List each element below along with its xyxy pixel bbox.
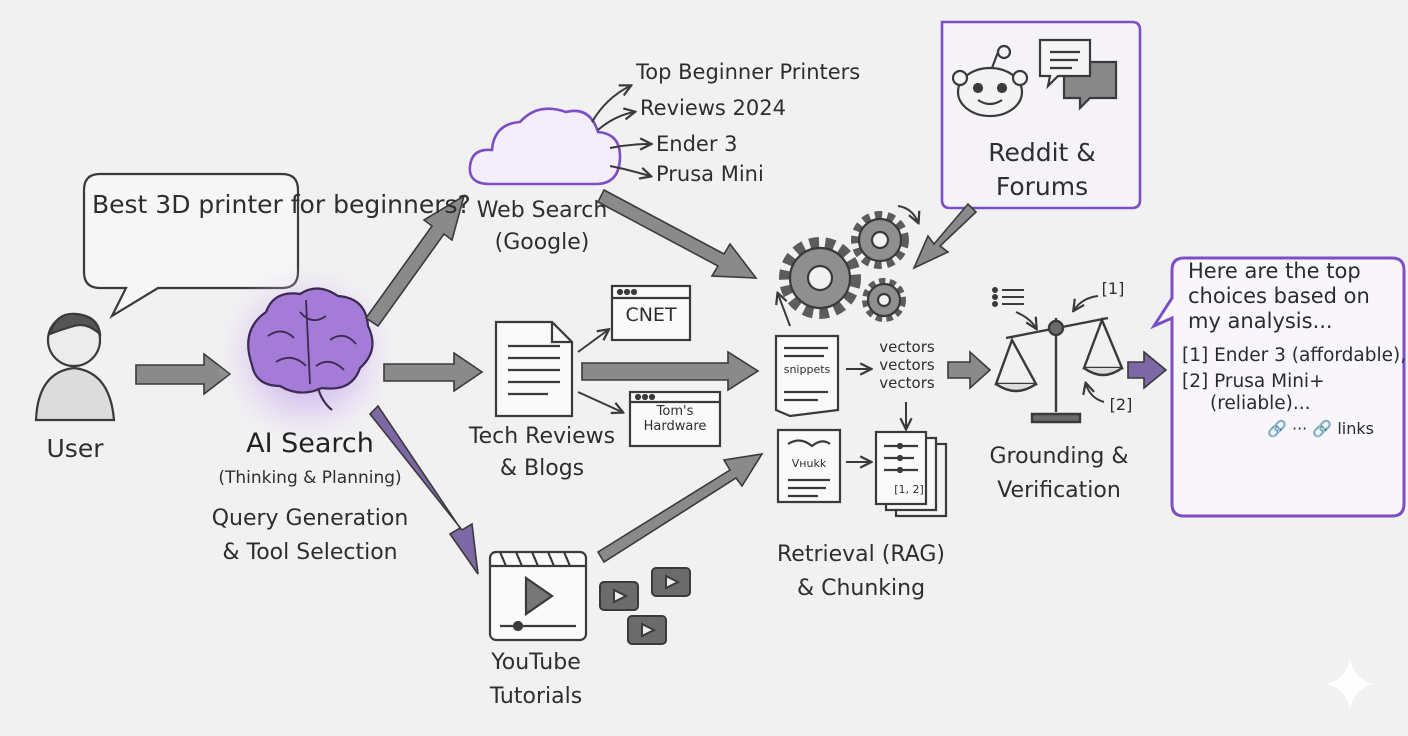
- arrow-retrieval-to-grounding: [947, 350, 992, 390]
- video-thumbnails: [599, 567, 691, 645]
- toms-hardware-window: [628, 390, 722, 448]
- chat-icon: [1038, 38, 1118, 111]
- snippets-document: [774, 334, 840, 418]
- brain-icon: [215, 263, 399, 447]
- tech-reviews-label: Tech Reviews: [468, 424, 616, 449]
- web-search-label: Web Search: [476, 198, 608, 223]
- gear-rotation-arrow: [897, 205, 918, 222]
- ai-search-title: AI Search: [246, 428, 374, 459]
- reviews-thin-arrows: [577, 330, 622, 412]
- balance-scale-icon: [994, 316, 1124, 424]
- question-text: Best 3D printer for beginners?: [92, 190, 471, 219]
- query-generation-label: Query Generation: [211, 506, 409, 531]
- vectors-list: vectors vectors vectors: [874, 338, 940, 392]
- arrow-reddit-to-gears: [912, 202, 978, 270]
- scale-arrows: [1015, 295, 1105, 403]
- arrow-ai-to-reviews: [383, 351, 484, 393]
- answer-intro-2: choices based on: [1188, 284, 1370, 309]
- link-icon: 🔗: [1266, 419, 1287, 439]
- retrieval-label: Retrieval (RAG): [776, 542, 946, 567]
- list-icon: [992, 287, 1024, 307]
- tool-selection-label: & Tool Selection: [222, 540, 398, 565]
- arrow-youtube-to-retrieval: [596, 452, 764, 564]
- arrow-ai-to-youtube: [368, 404, 479, 575]
- query-item-4: Prusa Mini: [656, 162, 764, 186]
- text-document: [776, 428, 842, 504]
- web-search-sublabel: (Google): [494, 230, 590, 255]
- answer-citation-2-cont: (reliable)...: [1210, 392, 1311, 414]
- query-item-3: Ender 3: [656, 132, 738, 156]
- gear-to-snippets-arrow: [778, 294, 791, 327]
- chunk-ref: [1, 2]: [894, 483, 924, 496]
- ai-search-subtitle: (Thinking & Planning): [218, 468, 402, 488]
- scale-ref-2: [2]: [1109, 395, 1133, 414]
- youtube-label: YouTube: [491, 650, 581, 675]
- answer-citation-1: [1] Ender 3 (affordable),: [1182, 344, 1407, 366]
- answer-citation-2: [2] Prusa Mini+: [1182, 370, 1325, 392]
- links-label: links: [1337, 419, 1374, 439]
- arrow-web-to-gears: [596, 188, 758, 279]
- toms-hardware-label: Tom's Hardware: [643, 404, 707, 434]
- query-item-2: Reviews 2024: [640, 96, 786, 120]
- answer-intro-3: my analysis...: [1188, 309, 1333, 334]
- arrow-reviews-to-snippets: [581, 350, 760, 392]
- question-bubble: [82, 172, 300, 319]
- arrow-user-to-ai: [135, 352, 232, 396]
- tutorials-label: Tutorials: [489, 684, 583, 709]
- user-label: User: [46, 434, 104, 463]
- user-icon: [34, 312, 116, 422]
- answer-intro-1: Here are the top: [1188, 259, 1361, 283]
- arrow-grounding-to-answer: [1127, 350, 1168, 390]
- vectors-item: vectors: [879, 338, 935, 356]
- reddit-label: Reddit &: [988, 138, 1096, 167]
- vectors-item: vectors: [879, 374, 935, 392]
- query-arrows: [591, 86, 650, 176]
- vectors-item: vectors: [879, 356, 935, 374]
- snippets-label: snippets: [783, 363, 831, 376]
- document-label: Vнukk: [791, 457, 827, 470]
- chunking-label: & Chunking: [796, 576, 926, 601]
- gears-icon: [779, 211, 909, 322]
- cnet-window: [610, 284, 692, 342]
- reddit-icon: [951, 44, 1029, 118]
- answer-bubble: [1150, 256, 1406, 518]
- chunks-stack-icon: [874, 430, 948, 518]
- answer-content: Here are the top choices based on my ana…: [1174, 259, 1407, 513]
- youtube-video-icon: [488, 550, 588, 642]
- answer-links[interactable]: 🔗 ··· 🔗 links: [1266, 419, 1374, 439]
- blogs-label: & Blogs: [499, 456, 585, 481]
- forums-label: Forums: [995, 172, 1089, 201]
- document-icon: [494, 320, 574, 418]
- cloud-icon: [468, 107, 622, 186]
- grounding-label: Grounding &: [989, 444, 1129, 469]
- sparkle-icon: [1326, 658, 1374, 710]
- scale-ref-1: [1]: [1101, 279, 1125, 298]
- query-item-1: Top Beginner Printers: [636, 60, 861, 84]
- cnet-label: CNET: [625, 304, 677, 326]
- verification-label: Verification: [997, 478, 1121, 503]
- arrow-ai-to-web: [364, 194, 466, 328]
- link-icon: 🔗: [1312, 419, 1333, 439]
